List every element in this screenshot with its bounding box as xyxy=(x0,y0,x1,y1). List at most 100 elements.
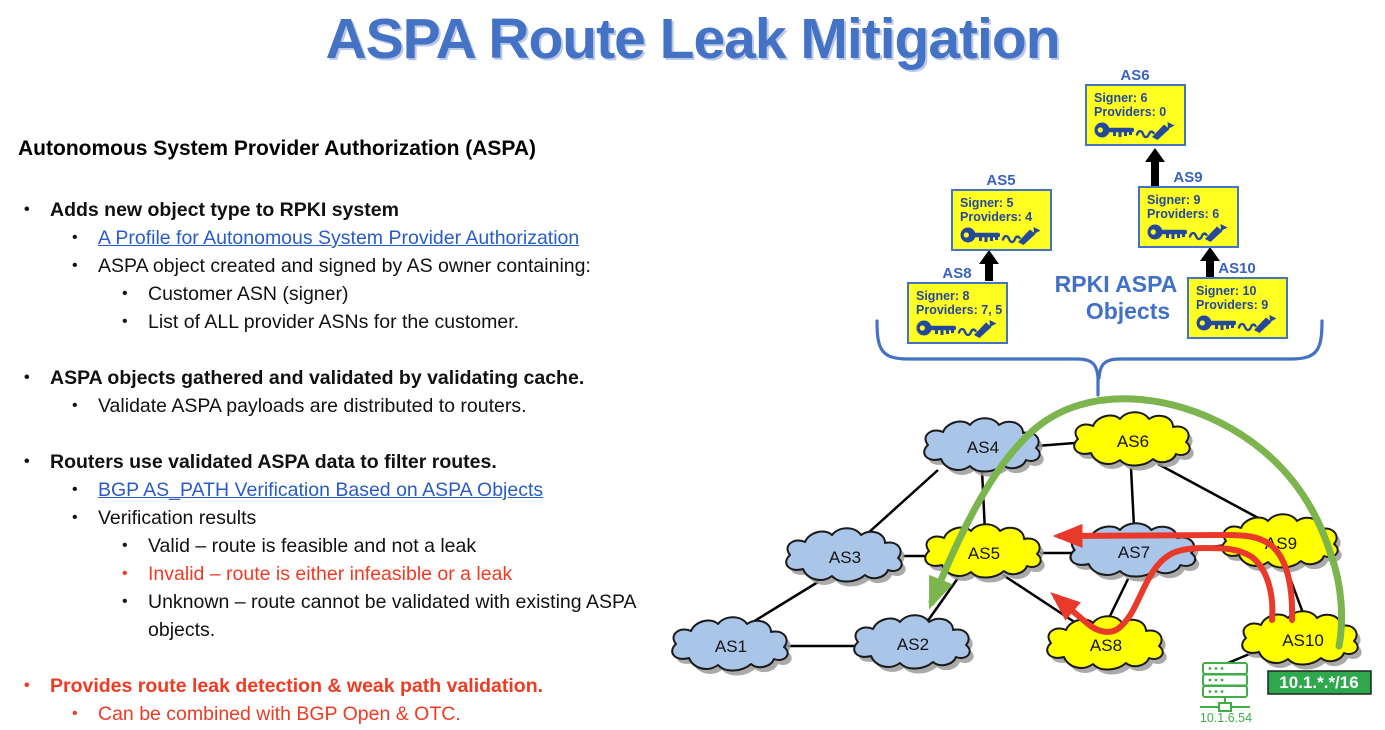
bullet-item: • Customer ASN (signer) xyxy=(18,280,742,308)
bullet-item: • Invalid – route is either infeasible or… xyxy=(18,560,742,588)
bullet-item: • Valid – route is feasible and not a lea… xyxy=(18,532,742,560)
bullet-text: Adds new object type to RPKI system xyxy=(50,199,399,221)
route-leak-arrow-lower xyxy=(1050,545,1276,635)
bullet-glyph: • xyxy=(122,565,128,582)
as-label: AS10 xyxy=(1282,631,1324,650)
arrow-up-as10-to-as9 xyxy=(1200,247,1220,278)
aspa-object-title: AS8 xyxy=(942,265,971,282)
aspa-object-title: AS10 xyxy=(1218,260,1256,277)
aspa-object-title: AS6 xyxy=(1120,67,1149,84)
as-cloud-as6: AS6 xyxy=(1073,411,1194,471)
signer-line: Signer: 9 xyxy=(1147,193,1201,207)
as-cloud-as3: AS3 xyxy=(785,527,906,587)
as-label: AS3 xyxy=(829,548,861,567)
providers-line: Providers: 9 xyxy=(1196,298,1268,312)
as-label: AS2 xyxy=(897,635,929,654)
as-cloud-as7: AS7 xyxy=(1069,522,1200,582)
bullet-glyph: • xyxy=(72,481,78,498)
providers-line: Providers: 6 xyxy=(1147,207,1219,221)
bullet-glyph: • xyxy=(72,229,78,246)
bullet-group-route-leak: • Provides route leak detection & weak pa… xyxy=(18,672,742,728)
bullet-text: Invalid – route is either infeasible or … xyxy=(148,563,513,585)
bullet-glyph: • xyxy=(24,369,30,386)
bullet-glyph: • xyxy=(122,313,128,330)
bullet-item: • List of ALL provider ASNs for the custo… xyxy=(18,308,742,336)
bullet-text: Routers use validated ASPA data to filte… xyxy=(50,451,497,473)
aspa-object-title: AS5 xyxy=(986,172,1015,189)
bullet-glyph: • xyxy=(24,201,30,218)
aspa-object-box-as10: AS10 Signer: 10 Providers: 9 xyxy=(1187,260,1288,339)
bullet-text: Customer ASN (signer) xyxy=(148,283,349,305)
bullet-glyph: • xyxy=(122,285,128,302)
bullet-item: •Validate ASPA payloads are distributed … xyxy=(18,392,742,420)
link-as6-as7 xyxy=(1129,467,1136,528)
content-column: Autonomous System Provider Authorization… xyxy=(0,136,742,730)
as-cloud-as5: AS5 xyxy=(924,523,1045,583)
page-title: ASPA Route Leak Mitigation xyxy=(325,7,1060,71)
route-leak-arrow-upper xyxy=(1052,523,1296,623)
providers-line: Providers: 7, 5 xyxy=(916,303,1002,317)
as-cloud-as2: AS2 xyxy=(853,614,974,674)
rpki-aspa-objects-caption-line1: RPKI ASPA xyxy=(1055,271,1178,297)
link-bgp-aspath-verification[interactable]: BGP AS_PATH Verification Based on ASPA O… xyxy=(98,479,544,501)
bullet-glyph: • xyxy=(72,397,78,414)
section-heading: Autonomous System Provider Authorization… xyxy=(18,137,537,160)
as-links xyxy=(747,441,1305,665)
link-as4-as5 xyxy=(980,469,987,533)
bullet-text: Unknown – route cannot be validated with… xyxy=(148,591,637,613)
arrow-up-as8-to-as5 xyxy=(979,250,999,281)
as-cloud-as10: AS10 xyxy=(1241,610,1362,670)
bullet-glyph: • xyxy=(72,257,78,274)
bullet-item: • Can be combined with BGP Open & OTC. xyxy=(18,700,742,728)
bullet-text: List of ALL provider ASNs for the custom… xyxy=(148,311,520,333)
bullet-item: •Verification results xyxy=(18,504,742,532)
bullet-glyph: • xyxy=(72,705,78,722)
rpki-aspa-objects-caption-line2: Objects xyxy=(1086,298,1170,324)
signer-line: Signer: 8 xyxy=(916,289,970,303)
server-icon xyxy=(1200,662,1250,712)
bullet-text: Can be combined with BGP Open & OTC. xyxy=(98,703,461,725)
as-cloud-as1: AS1 xyxy=(671,616,792,676)
bullet-text: objects. xyxy=(148,619,216,641)
bullet-group-rpki-object: • Adds new object type to RPKI system • A … xyxy=(18,196,742,336)
providers-line: Providers: 0 xyxy=(1094,105,1166,119)
bullet-item: • ASPA objects gathered and validated by … xyxy=(18,364,742,392)
bullet-glyph: • xyxy=(122,593,128,610)
aspa-objects-panel: AS6 Signer: 6 Providers: 0 AS5 Signer: 5… xyxy=(875,67,1324,397)
aspa-object-box-as5: AS5 Signer: 5 Providers: 4 xyxy=(951,172,1052,251)
bullet-item: • Adds new object type to RPKI system xyxy=(18,196,742,224)
bullet-text: Valid – route is feasible and not a leak xyxy=(148,535,477,557)
as-label: AS1 xyxy=(715,637,747,656)
valid-route-arrow-green xyxy=(928,395,1346,650)
aspa-object-box-as6: AS6 Signer: 6 Providers: 0 xyxy=(1085,67,1186,146)
link-as5-as8 xyxy=(1002,573,1083,629)
as-label: AS7 xyxy=(1118,543,1150,562)
bullet-item: •Provides route leak detection & weak pa… xyxy=(18,672,742,700)
aspa-object-title: AS9 xyxy=(1173,169,1202,186)
bullet-item-continuation: objects. xyxy=(18,616,742,644)
prefix-badge: 10.1.*.*/16 xyxy=(1267,670,1372,695)
as-label: AS5 xyxy=(968,544,1000,563)
bullet-text: ASPA object created and signed by AS own… xyxy=(98,255,591,277)
providers-line: Providers: 4 xyxy=(960,210,1032,224)
prefix-label: 10.1.*.*/16 xyxy=(1279,673,1358,692)
signer-line: Signer: 5 xyxy=(960,196,1014,210)
as-cloud-as4: AS4 xyxy=(923,417,1044,477)
as-clouds: AS1 AS2 AS3 AS4 AS5 xyxy=(671,411,1362,676)
bullet-glyph: • xyxy=(72,509,78,526)
server-ip-label: 10.1.6.54 xyxy=(1200,711,1252,725)
signer-line: Signer: 6 xyxy=(1094,91,1148,105)
link-aspa-profile[interactable]: A Profile for Autonomous System Provider… xyxy=(98,227,580,249)
link-as1-as3 xyxy=(747,580,819,627)
as-cloud-as8: AS8 xyxy=(1046,615,1167,675)
bullet-text: Provides route leak detection & weak pat… xyxy=(50,675,544,697)
link-as7-as8 xyxy=(1106,578,1130,621)
bullet-item: • Unknown – route cannot be validated wit… xyxy=(18,588,742,616)
bullet-glyph: • xyxy=(122,537,128,554)
bullet-glyph: • xyxy=(24,453,30,470)
link-as3-as4 xyxy=(866,469,939,535)
objects-brace xyxy=(875,319,1324,397)
signer-line: Signer: 10 xyxy=(1196,284,1256,298)
bullet-text: ASPA objects gathered and validated by v… xyxy=(50,367,585,389)
